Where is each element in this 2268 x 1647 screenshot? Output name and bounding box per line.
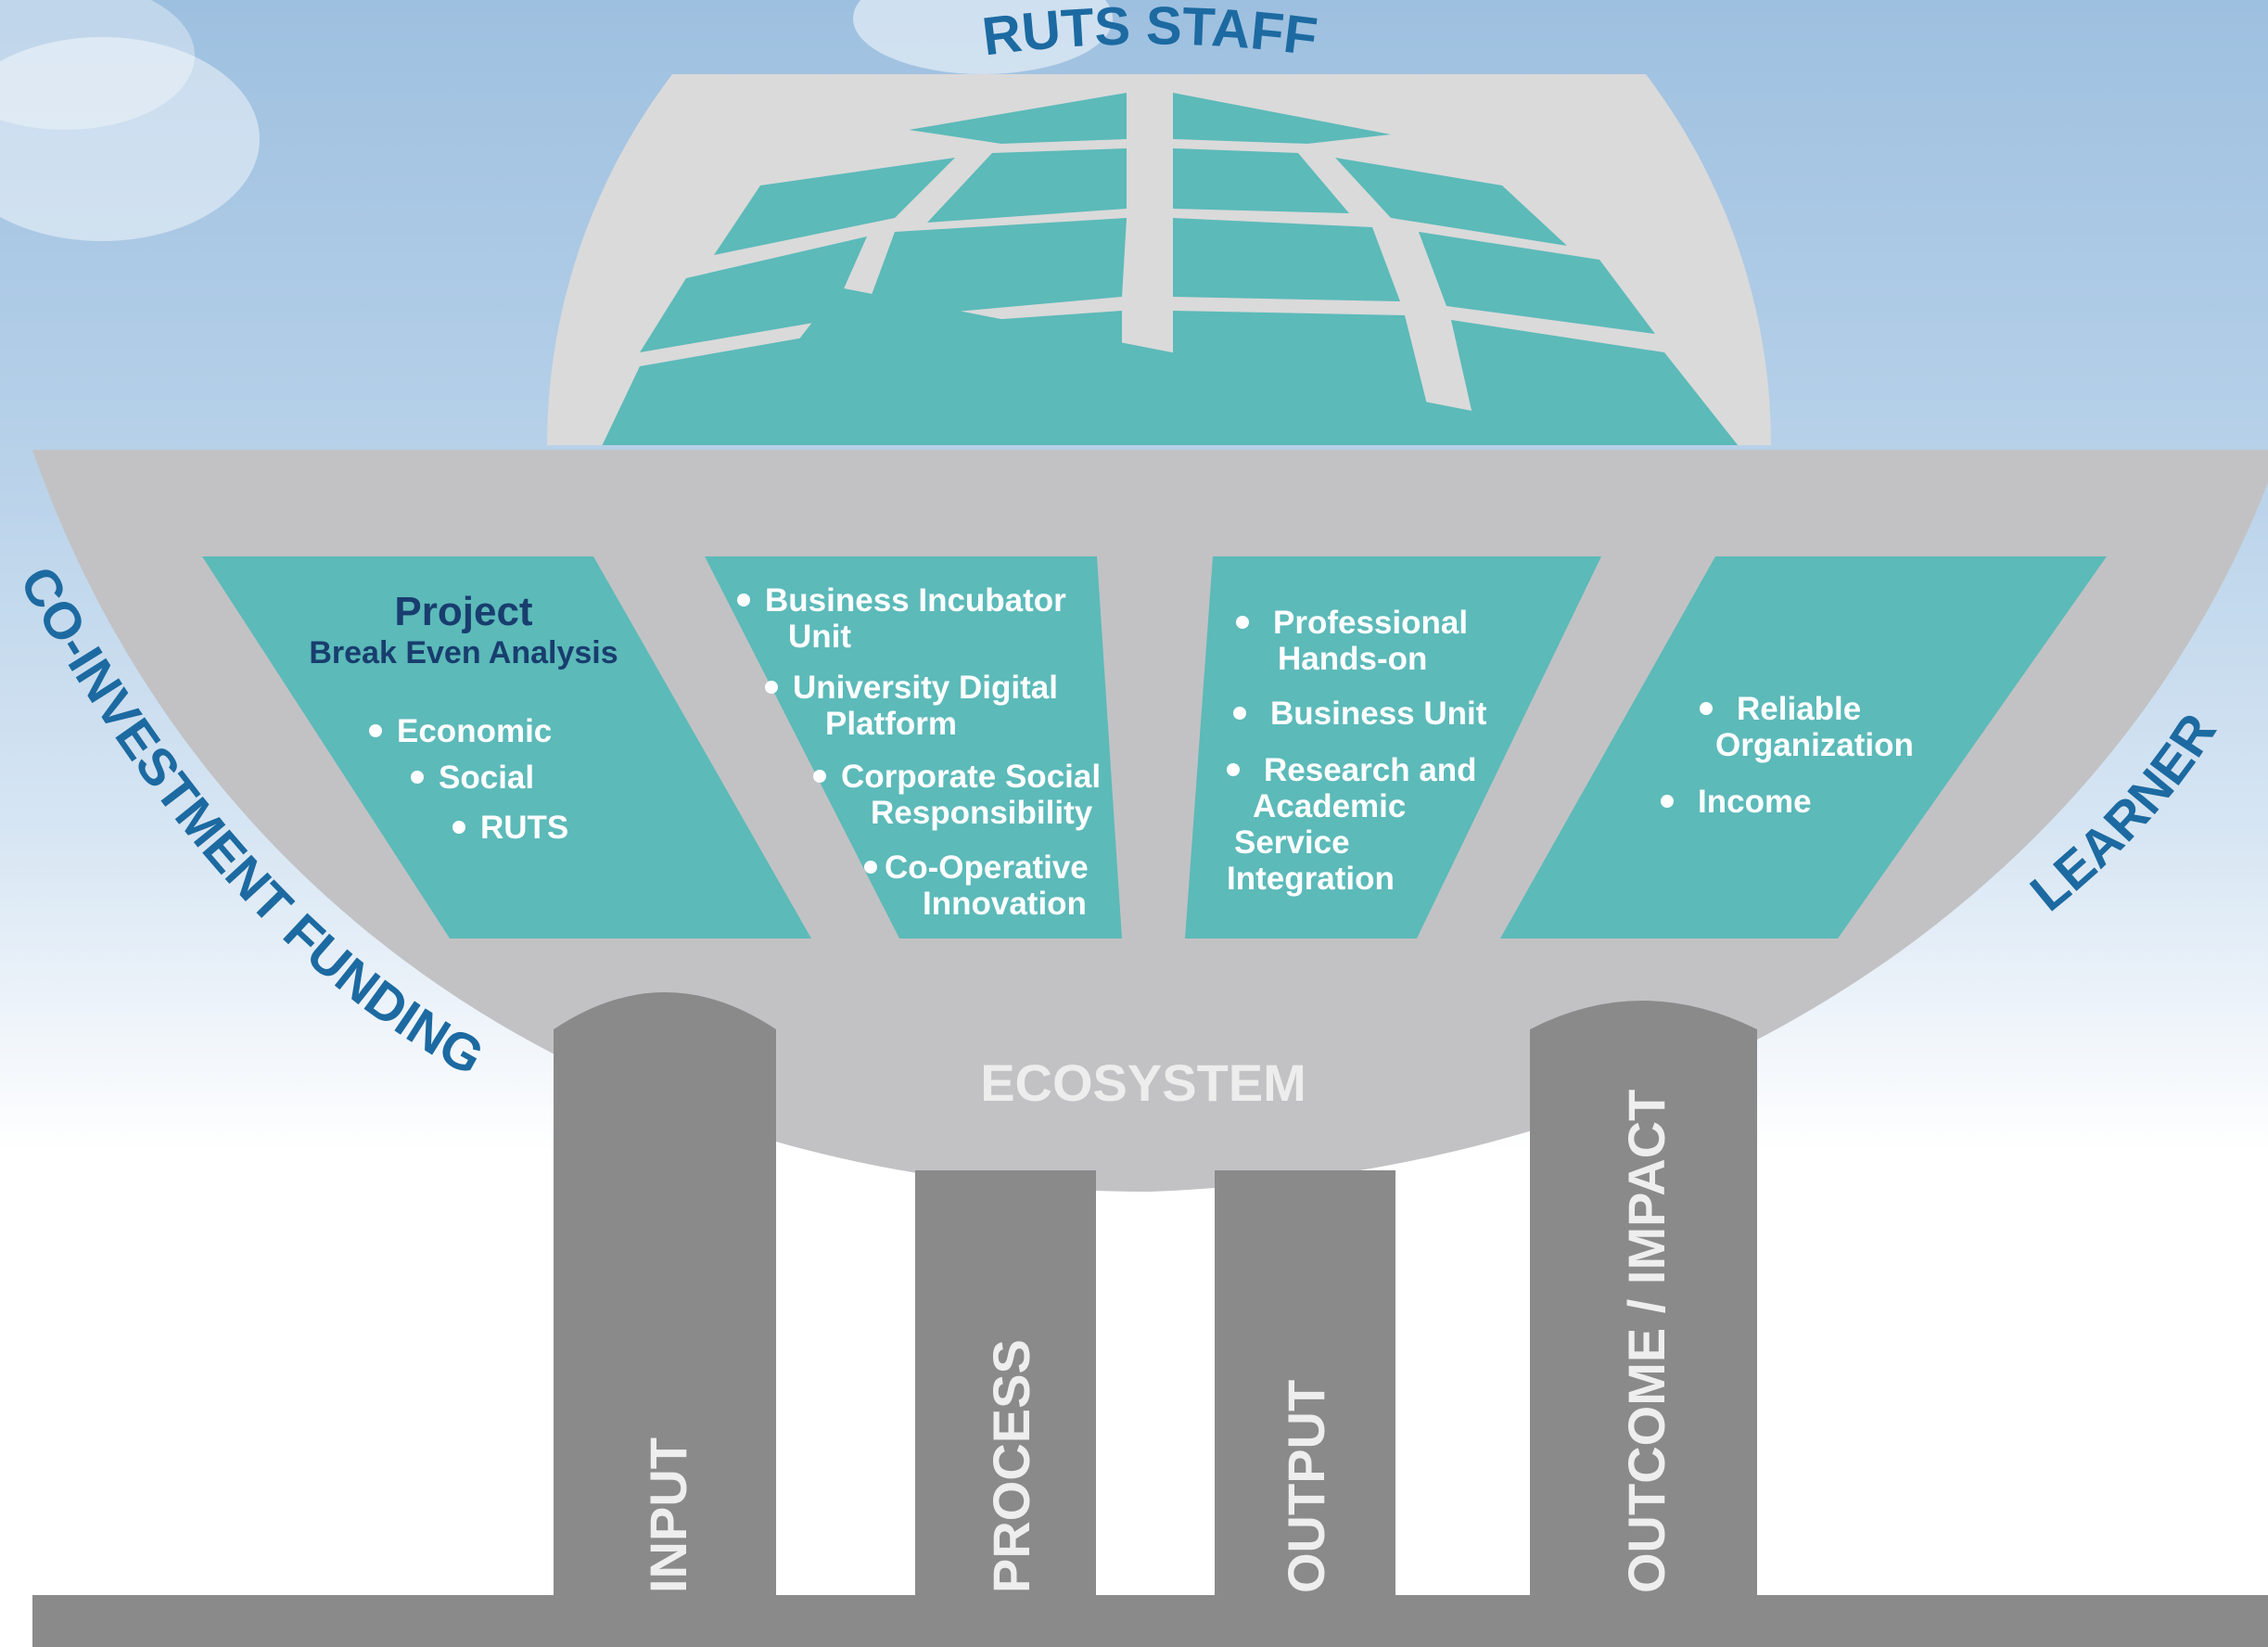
outcome-item: Income <box>1661 784 1812 820</box>
cloud <box>0 37 260 241</box>
unit-item: Professional Hands-on <box>1236 605 1468 677</box>
project-item: RUTS <box>452 810 568 846</box>
pillar-output <box>1215 1170 1395 1597</box>
bullet-icon <box>1233 706 1246 720</box>
unit-item: Business Unit <box>1233 696 1486 732</box>
bullet-icon <box>737 593 750 606</box>
bullet-icon <box>765 680 778 694</box>
pillar-input <box>554 992 776 1595</box>
platform-item-label-cont: Unit <box>788 619 852 655</box>
pillar-outcome <box>1530 1001 1757 1595</box>
platform-item: Co-Operative Innovation <box>864 849 1089 922</box>
outcome-item: Reliable Organization <box>1700 691 1914 763</box>
cloud <box>853 0 1113 74</box>
unit-item-label: Business Unit <box>1270 696 1487 732</box>
outcome-item-label: Reliable <box>1737 691 1862 727</box>
project-item: Social <box>411 760 534 796</box>
pillar-label-process: PROCESS <box>982 1339 1040 1593</box>
platform-item: Business Incubator Unit <box>737 582 1066 655</box>
bullet-icon <box>813 769 826 783</box>
outcome-item-label: Income <box>1698 784 1812 820</box>
panel-project <box>202 556 811 938</box>
globe <box>547 74 1771 446</box>
project-item-label: Economic <box>397 713 553 749</box>
platform-item-label: Business Incubator <box>765 582 1066 619</box>
pillars <box>32 992 2268 1647</box>
platform-item: University Digital Platform <box>765 670 1058 742</box>
bullet-icon <box>369 723 382 737</box>
bullet-icon <box>411 770 424 784</box>
unit-item-label-cont: Hands-on <box>1278 641 1428 677</box>
unit-item: Research and Academic Service Integratio… <box>1227 752 1477 897</box>
platform-item-label-cont: Responsibility <box>871 795 1093 831</box>
globe-cells <box>593 93 1752 446</box>
arc-label-top: RUTS STAFF <box>979 0 1320 68</box>
ecosystem-label: ECOSYSTEM <box>980 1053 1306 1112</box>
bullet-icon <box>452 820 465 834</box>
pillar-process <box>915 1170 1096 1597</box>
panel-project-text: Project Break Even Analysis <box>278 589 649 671</box>
platform-item-label-cont: Platform <box>825 706 957 742</box>
platform-item: Corporate Social Responsibility <box>813 759 1101 831</box>
bullet-icon <box>1236 615 1249 629</box>
project-title: Project <box>394 589 533 634</box>
project-item-label: RUTS <box>480 810 569 846</box>
panels <box>202 556 2107 938</box>
project-item: Economic <box>369 713 552 749</box>
base-bar <box>32 1595 2268 1647</box>
unit-item-label: Research and <box>1264 752 1477 788</box>
platform-item-label-cont: Innovation <box>923 886 1087 922</box>
pillar-label-output: OUTPUT <box>1277 1380 1335 1593</box>
panel-outcomes <box>1500 556 2107 938</box>
bullet-icon <box>1700 701 1713 715</box>
unit-item-label-cont: Service <box>1234 824 1350 861</box>
pillar-label-input: INPUT <box>639 1437 697 1593</box>
bullet-icon <box>1661 794 1674 808</box>
project-item-label: Social <box>439 760 535 796</box>
bullet-icon <box>864 860 877 874</box>
panel-platforms <box>705 556 1122 938</box>
cloud <box>0 0 195 130</box>
panel-units <box>1185 556 1601 938</box>
platform-item-label: Corporate Social <box>841 759 1102 795</box>
platform-item-label: University Digital <box>793 670 1058 706</box>
platform-item-label: Co-Operative <box>885 849 1089 886</box>
unit-item-label-cont: Integration <box>1227 861 1395 897</box>
unit-item-label: Professional <box>1273 605 1469 641</box>
outcome-item-label-cont: Organization <box>1715 727 1914 763</box>
unit-item-label-cont: Academic <box>1253 788 1407 824</box>
bullet-icon <box>1227 762 1240 776</box>
pillar-label-outcome: OUTCOME / IMPACT <box>1617 1090 1676 1593</box>
project-subtitle: Break Even Analysis <box>309 635 618 670</box>
